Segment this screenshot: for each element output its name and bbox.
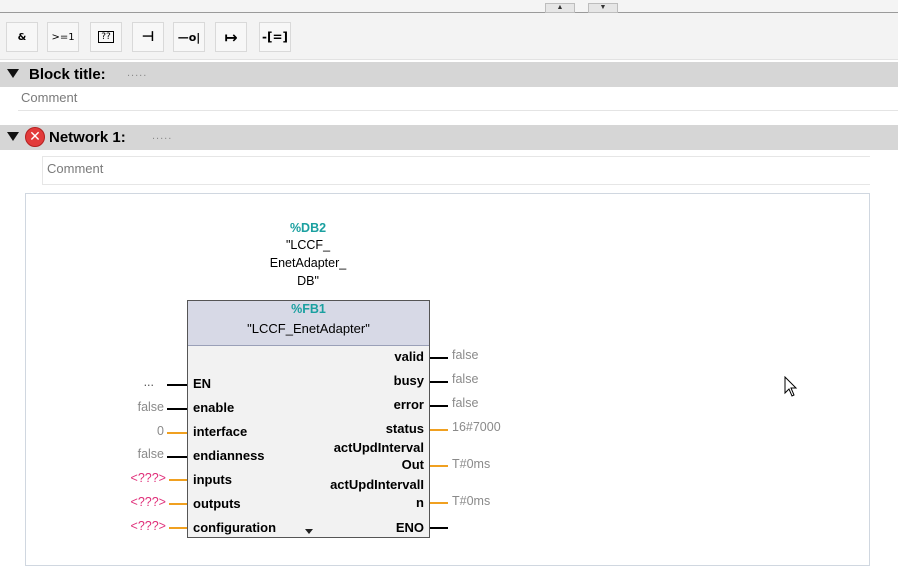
pin-enable: enable (193, 400, 235, 415)
wire (167, 432, 187, 434)
network-title: Network 1: (49, 129, 126, 146)
block-comment[interactable]: Comment (21, 90, 78, 105)
branch-button[interactable]: ↦ (215, 22, 247, 52)
pin-error: error (393, 397, 424, 412)
wire (169, 527, 187, 529)
endianness-value[interactable]: false (137, 447, 164, 461)
top-scrollbar-strip: ▲ ▼ (0, 0, 898, 13)
wire (430, 357, 448, 359)
pin-inputs: inputs (193, 472, 232, 487)
and-box-icon: & (17, 31, 27, 43)
pin-status: status (385, 421, 424, 436)
collapse-triangle-icon[interactable] (7, 69, 19, 78)
pin-actupdintervalout-line1: actUpdInterval (333, 440, 424, 455)
db-address[interactable]: %DB2 (289, 221, 327, 235)
pin-en: EN (193, 376, 212, 391)
pin-actupdintervalout-line2: Out (401, 457, 424, 472)
branch-icon: ↦ (224, 27, 238, 47)
pin-actupdintervalin-line1: actUpdIntervalI (330, 477, 424, 492)
network-comment: Comment (47, 161, 104, 176)
fb-name: "LCCF_EnetAdapter" (247, 321, 370, 336)
interface-value[interactable]: 0 (157, 424, 164, 438)
inputs-value[interactable]: <???> (130, 471, 166, 485)
pin-configuration: configuration (193, 520, 277, 535)
wire (169, 479, 187, 481)
pin-outputs: outputs (193, 496, 241, 511)
wire (167, 456, 187, 458)
block-title-header[interactable]: Block title: ..... (0, 62, 898, 87)
mouse-cursor-icon (784, 376, 798, 397)
network-title-value[interactable]: ..... (152, 130, 173, 142)
busy-value[interactable]: false (452, 372, 479, 386)
empty-box-button[interactable]: ?? (90, 22, 122, 52)
wire (430, 429, 448, 431)
and-box-button[interactable]: & (6, 22, 38, 52)
error-icon: ✕ (25, 127, 45, 147)
pin-interface: interface (193, 424, 248, 439)
empty-box-icon: ?? (98, 31, 114, 43)
pin-actupdintervalin-line2: n (416, 495, 424, 510)
assignment-button[interactable]: -[=] (259, 22, 291, 52)
wire (430, 527, 448, 529)
pin-valid: valid (394, 349, 424, 364)
wire (430, 465, 448, 467)
wire (167, 384, 187, 386)
network-header[interactable]: ✕ Network 1: ..... (0, 125, 898, 150)
enable-value[interactable]: false (137, 400, 164, 414)
input-button[interactable]: ⊣ (132, 22, 164, 52)
db-name-line-3[interactable]: DB" (297, 274, 319, 288)
configuration-value[interactable]: <???> (130, 519, 166, 533)
scroll-up-icon[interactable]: ▲ (545, 3, 575, 13)
function-block[interactable]: %FB1 "LCCF_EnetAdapter" (187, 300, 430, 538)
pin-busy: busy (393, 373, 424, 388)
collapse-triangle-icon[interactable] (7, 132, 19, 141)
negate-input-button[interactable]: —o| (173, 22, 205, 52)
wire (430, 381, 448, 383)
wire (430, 405, 448, 407)
status-value[interactable]: 16#7000 (452, 420, 501, 434)
block-title-value[interactable]: ..... (127, 67, 148, 79)
error-value[interactable]: false (452, 396, 479, 410)
db-name-line-1[interactable]: "LCCF_ (285, 238, 331, 252)
valid-value[interactable]: false (452, 348, 479, 362)
actupdintervalout-value[interactable]: T#0ms (452, 457, 491, 471)
network-comment-box[interactable]: Comment (42, 156, 870, 185)
negate-input-icon: —o| (177, 30, 201, 44)
or-box-icon: >=1 (51, 31, 75, 43)
db-name-line-2[interactable]: EnetAdapter_ (269, 256, 347, 270)
divider (18, 110, 898, 111)
scroll-down-icon[interactable]: ▼ (588, 3, 618, 13)
function-block-header: %FB1 "LCCF_EnetAdapter" (188, 301, 429, 346)
pin-endianness: endianness (193, 448, 265, 463)
outputs-value[interactable]: <???> (130, 495, 166, 509)
or-box-button[interactable]: >=1 (47, 22, 79, 52)
wire (167, 408, 187, 410)
assignment-icon: -[=] (261, 30, 288, 44)
wire (430, 502, 448, 504)
en-value[interactable]: ... (143, 375, 154, 389)
block-title-label: Block title: (29, 66, 106, 83)
fb-address: %FB1 (291, 302, 326, 316)
actupdintervalin-value[interactable]: T#0ms (452, 494, 491, 508)
input-icon: ⊣ (141, 29, 155, 45)
pin-eno: ENO (395, 520, 424, 535)
expand-pins-icon[interactable] (305, 529, 313, 534)
wire (169, 503, 187, 505)
ladder-toolbar: & >=1 ?? ⊣ —o| ↦ -[=] (0, 13, 898, 60)
